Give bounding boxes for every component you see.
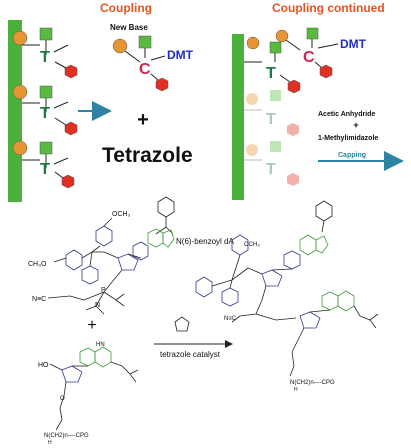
phosphate-square: [306, 27, 319, 40]
methylimidazole-label: 1-Methylimidazole: [318, 135, 378, 142]
och3-label-right: OCH₃: [244, 242, 260, 248]
p-label: P: [101, 287, 106, 294]
t-base-letter: T: [40, 161, 50, 178]
phosphate-square: [138, 35, 152, 49]
capping-label: Capping: [338, 152, 366, 159]
t-base-letter: T: [266, 161, 276, 178]
tetrazole-label: Tetrazole: [102, 144, 193, 167]
sugar-circle: [12, 30, 28, 46]
n-label: N: [95, 302, 100, 309]
dmt-label: DMT: [167, 48, 194, 62]
acetic-anhydride-label: Acetic Anhydride: [318, 111, 375, 118]
sugar-circle: [12, 84, 28, 100]
phosphate-square: [39, 141, 53, 155]
och3-label-top: OCH₃: [112, 211, 131, 218]
chemistry-labels: N(6)-benzoyl dA OCH₃ CH₃O N≡C P N + HN H…: [28, 211, 335, 446]
hexagon-base: [287, 79, 301, 94]
c-base-letter: C: [303, 49, 315, 66]
hexagon-base: [319, 64, 333, 79]
dinucleotide-product: [195, 200, 379, 377]
chemical-reaction-scheme: [47, 196, 379, 431]
phosphoramidite-structure: [47, 196, 175, 315]
new-base-label: New Base: [110, 23, 148, 32]
capping-plus-sign: +: [353, 120, 358, 130]
hn-label: HN: [96, 342, 105, 348]
cpg-linker-left: N(CH2)n----CPG: [44, 433, 89, 439]
h-label-right: H: [294, 387, 298, 393]
solid-support-bar: [8, 20, 22, 202]
coupling-continued-heading: Coupling continued: [272, 1, 385, 15]
faded-nucleotide-1: T: [244, 90, 299, 136]
cyanoethyl-label: N≡C: [32, 296, 46, 303]
hexagon-base: [64, 121, 78, 136]
solid-support-bar: [232, 34, 244, 200]
hexagon-base: [61, 174, 75, 189]
h-label-left: H: [48, 440, 52, 446]
c-base-letter: C: [139, 61, 151, 78]
support-nucleotide-2: T: [12, 84, 78, 136]
sugar-circle: [112, 38, 128, 54]
dmt-label: DMT: [340, 37, 367, 51]
phosphate-square: [39, 85, 53, 99]
sugar-circle: [246, 36, 260, 50]
ch3o-label: CH₃O: [28, 261, 47, 268]
support-nucleotide-3: T: [12, 140, 75, 189]
phosphate-square: [269, 41, 282, 54]
coupling-panel: Coupling T T: [8, 1, 194, 202]
support-nucleotide-1: T: [12, 27, 78, 79]
sugar-circle: [12, 140, 28, 156]
sugar-circle: [275, 29, 289, 43]
faded-nucleotide-2: T: [244, 141, 299, 186]
t-base-letter: T: [266, 65, 276, 82]
cyanoethyl-label-right: N≡C: [224, 316, 237, 322]
t-base-letter: T: [40, 105, 50, 122]
t-base-letter: T: [266, 111, 276, 128]
hexagon-base: [64, 64, 78, 79]
plus-sign: +: [137, 109, 149, 131]
reaction-plus-sign: +: [87, 317, 96, 334]
coupling-continued-panel: Coupling continued T DMT C T: [232, 1, 404, 200]
tetrazole-catalyst-label: tetrazole catalyst: [160, 350, 221, 359]
tetrazole-ring: [174, 316, 190, 332]
coupling-heading: Coupling: [100, 1, 152, 15]
support-bound-guanosine: [49, 346, 139, 431]
n6-benzoyl-label: N(6)-benzoyl dA: [176, 237, 234, 246]
phosphate-square: [39, 27, 53, 41]
ho-label: HO: [38, 362, 49, 369]
t-base-letter: T: [40, 49, 50, 66]
o-label: O: [60, 396, 65, 402]
cpg-linker-right: N(CH2)n----CPG: [290, 380, 335, 386]
hexagon-base: [155, 77, 169, 92]
